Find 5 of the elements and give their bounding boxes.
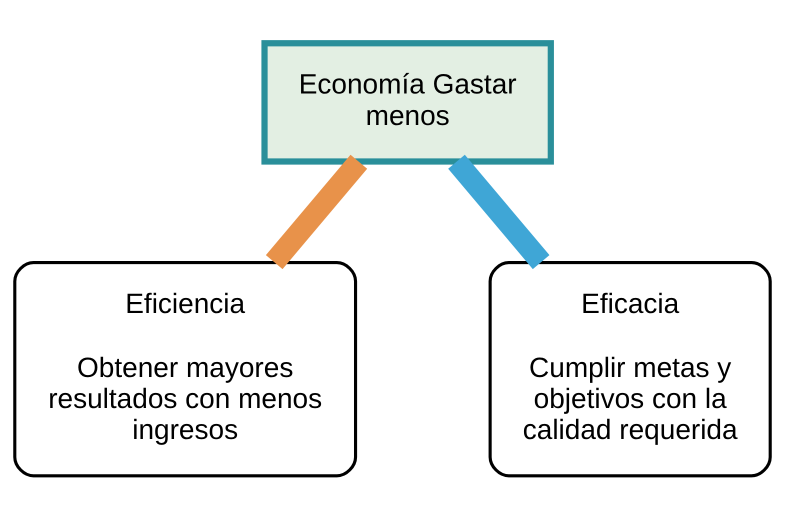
node-box: Eficacia Cumplir metas y objetivos con la calidad requerida <box>488 260 772 477</box>
connector <box>266 154 368 269</box>
node-box: Eficiencia Obtener mayores resultados con menos ingresos <box>13 260 358 477</box>
node-box: Economía Gastar menos <box>261 40 554 164</box>
connector <box>448 154 550 269</box>
